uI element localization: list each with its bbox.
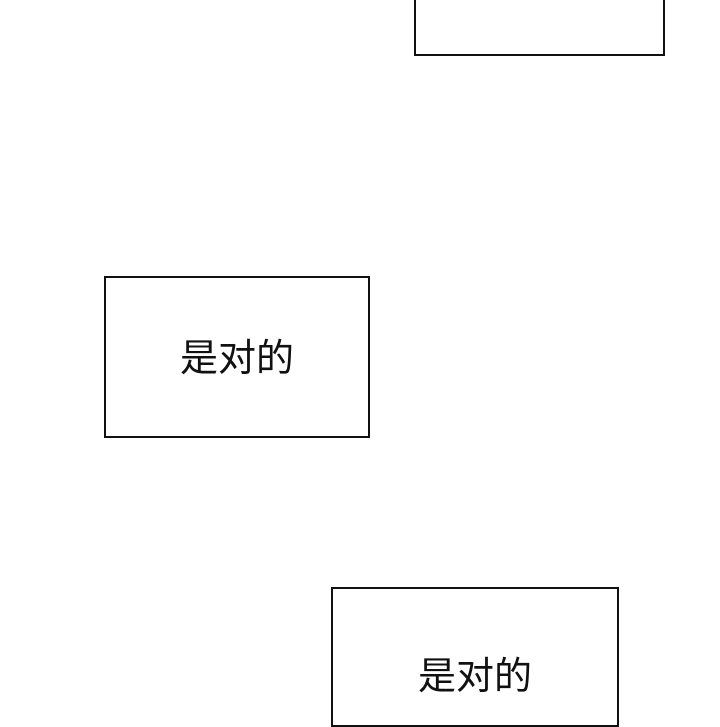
speech-box-text: 是对的: [417, 654, 532, 698]
speech-box-middle: 是对的: [104, 276, 370, 438]
speech-box-top: [414, 0, 665, 56]
speech-box-text: 是对的: [179, 336, 294, 380]
speech-box-bottom: 是对的: [331, 587, 619, 727]
